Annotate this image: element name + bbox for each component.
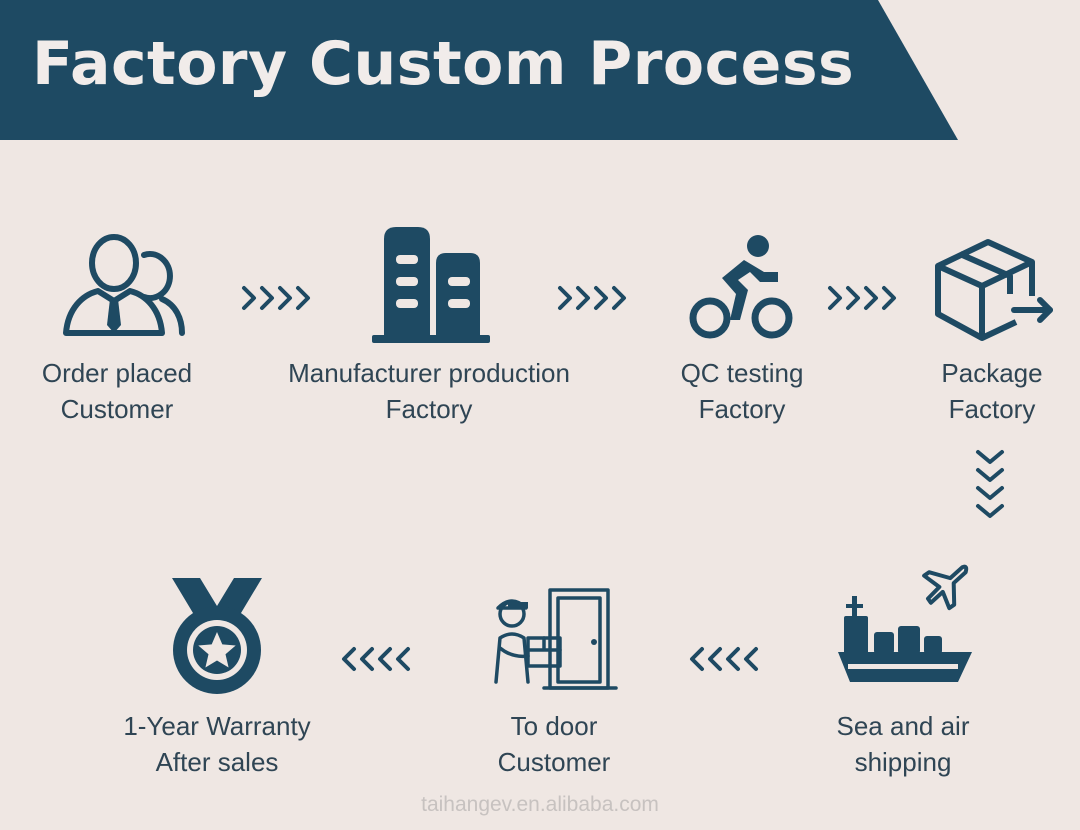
arrow-left-icon: [342, 647, 410, 671]
cyclist-icon: [689, 235, 793, 339]
title-banner: [0, 0, 958, 140]
step-label-warranty: 1-Year Warranty After sales: [123, 708, 310, 780]
delivery-person-door-icon: [494, 588, 618, 690]
step-role: Factory: [698, 394, 786, 424]
medal-icon: [172, 578, 262, 694]
step-title: QC testing: [680, 358, 804, 388]
arrow-right-icon: [242, 286, 310, 310]
step-label-to-door: To door Customer: [498, 708, 611, 780]
arrow-right-icon: [558, 286, 626, 310]
arrow-left-icon: [690, 647, 758, 671]
step-label-manufacturer-production: Manufacturer production Factory: [288, 355, 570, 427]
arrow-down-icon: [976, 450, 1004, 518]
step-title: 1-Year Warranty: [123, 711, 311, 741]
step-role: After sales: [155, 747, 279, 777]
step-role: Customer: [60, 394, 174, 424]
arrow-right-icon: [828, 286, 896, 310]
step-role: shipping: [854, 747, 952, 777]
step-title: Package: [941, 358, 1043, 388]
page-title: Factory Custom Process: [32, 29, 855, 99]
step-label-qc-testing: QC testing Factory: [681, 355, 804, 427]
step-label-package: Package Factory: [941, 355, 1042, 427]
step-title: Order placed: [41, 358, 193, 388]
step-title: Sea and air: [836, 711, 970, 741]
step-label-sea-and-air: Sea and air shipping: [837, 708, 970, 780]
step-role: Factory: [948, 394, 1036, 424]
step-role: Customer: [497, 747, 611, 777]
package-box-icon: [935, 239, 1053, 341]
watermark-text: taihangev.en.alibaba.com: [421, 793, 659, 816]
customer-icon: [63, 234, 185, 336]
ship-plane-icon: [838, 564, 972, 682]
step-label-order-placed: Order placed Customer: [42, 355, 192, 427]
step-title: Manufacturer production: [288, 358, 570, 388]
step-title: To door: [510, 711, 598, 741]
factory-buildings-icon: [372, 227, 490, 343]
step-role: Factory: [385, 394, 473, 424]
